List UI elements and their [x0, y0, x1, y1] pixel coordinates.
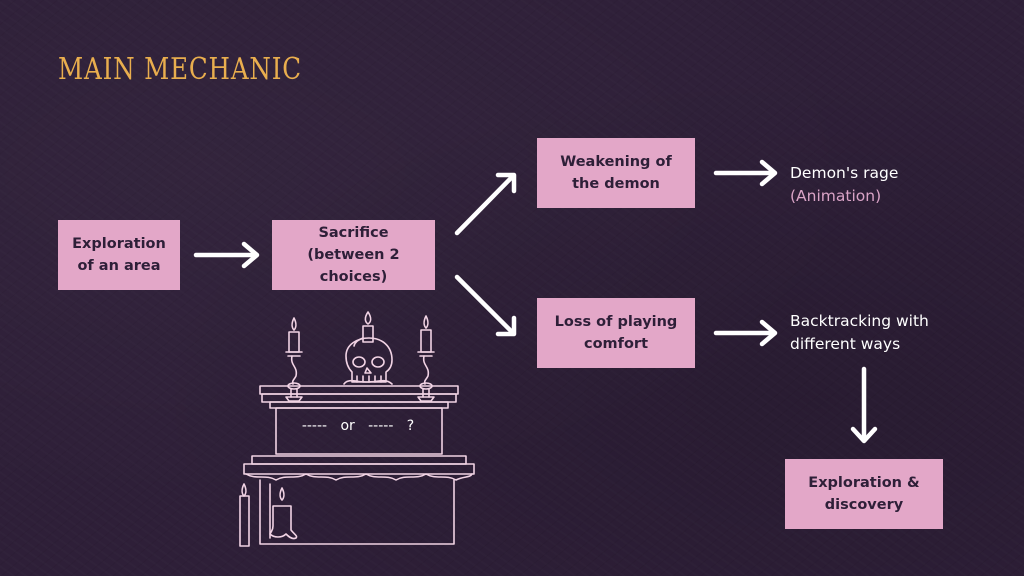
slide-title: MAIN MECHANIC — [58, 52, 302, 87]
box-weakening-line-1: Weakening of — [560, 154, 672, 170]
demons-rage-text: Demon's rage — [790, 164, 899, 182]
arrow-weakening-to-rage — [713, 159, 778, 187]
arrow-exploration-to-sacrifice — [193, 241, 260, 269]
box-exploration-of-area: Exploration of an area — [58, 220, 180, 290]
box-discovery-line-2: discovery — [824, 497, 904, 513]
box-exploration-line-2: of an area — [77, 258, 161, 274]
box-sacrifice-line-2: (between 2 choices) — [307, 247, 400, 285]
candle-small-left-icon — [239, 483, 250, 547]
box-sacrifice-line-1: Sacrifice — [318, 225, 389, 241]
animation-note-text: (Animation) — [790, 187, 882, 205]
box-sacrifice: Sacrifice (between 2 choices) — [272, 220, 435, 290]
arrow-sacrifice-to-loss — [454, 274, 517, 337]
box-exploration-line-1: Exploration — [72, 236, 166, 252]
outcome-demons-rage: Demon's rage (Animation) — [790, 162, 898, 208]
skull-candle-icon — [343, 311, 393, 385]
arrow-backtracking-to-discovery — [850, 366, 878, 444]
box-weakening-line-2: the demon — [572, 176, 660, 192]
candle-small-center-icon — [269, 487, 298, 540]
box-weakening-of-demon: Weakening of the demon — [537, 138, 695, 208]
backtracking-line-2: different ways — [790, 335, 901, 353]
box-loss-line-2: comfort — [583, 336, 649, 352]
altar-middle-slab — [243, 455, 475, 481]
altar-illustration — [239, 311, 475, 547]
candlestick-left-icon — [285, 317, 303, 402]
candlestick-right-icon — [417, 315, 435, 402]
arrow-loss-to-backtracking — [713, 319, 778, 347]
altar-choice-text: ----- or ----- ? — [301, 418, 415, 434]
altar-base — [259, 479, 455, 545]
outcome-backtracking: Backtracking with different ways — [790, 310, 929, 356]
box-discovery-line-1: Exploration & — [808, 475, 920, 491]
box-loss-of-playing-comfort: Loss of playing comfort — [537, 298, 695, 368]
backtracking-line-1: Backtracking with — [790, 312, 929, 330]
altar-top-slab — [259, 385, 459, 409]
box-exploration-discovery: Exploration & discovery — [785, 459, 943, 529]
box-loss-line-1: Loss of playing — [554, 314, 678, 330]
altar-front-panel — [275, 407, 443, 455]
arrow-sacrifice-to-weakening — [454, 172, 517, 236]
